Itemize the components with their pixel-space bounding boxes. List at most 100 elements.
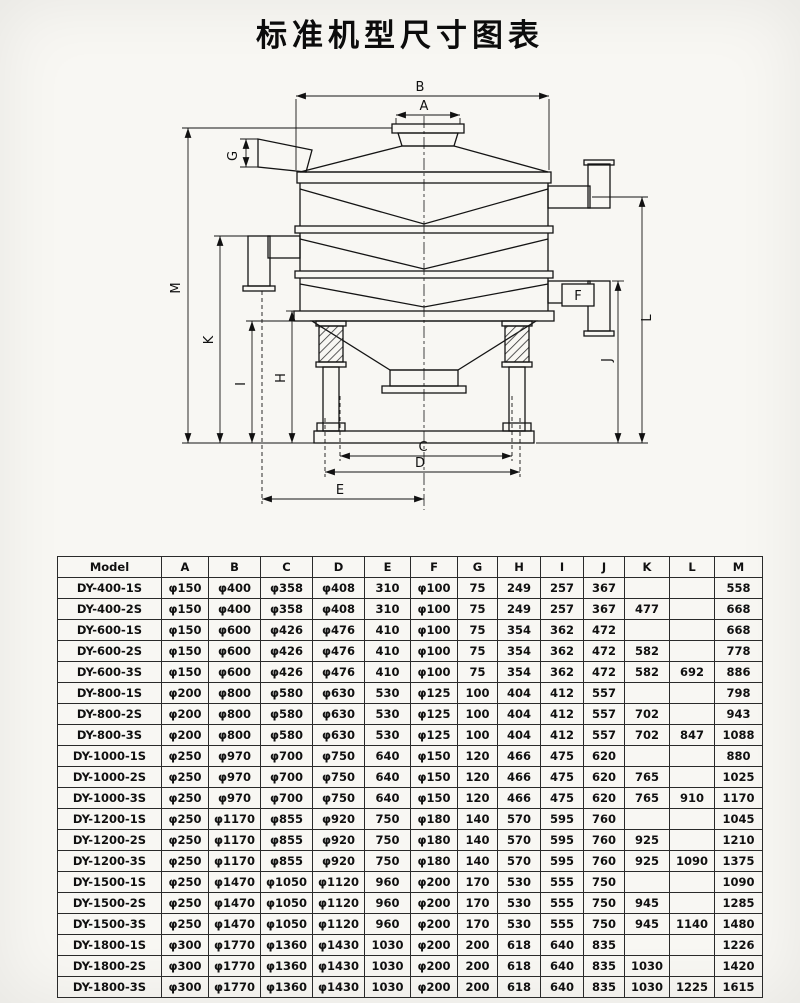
model-cell: DY-1500-2S bbox=[57, 892, 162, 914]
value-cell: φ358 bbox=[260, 577, 313, 599]
value-cell: 249 bbox=[497, 598, 541, 620]
value-cell: φ580 bbox=[260, 703, 313, 725]
spring-left bbox=[318, 325, 344, 363]
value-cell: φ800 bbox=[208, 724, 261, 746]
value-cell: φ1050 bbox=[260, 892, 313, 914]
value-cell bbox=[669, 703, 715, 725]
value-cell: 835 bbox=[583, 976, 625, 998]
value-cell: 750 bbox=[364, 829, 411, 851]
value-cell: φ426 bbox=[260, 661, 313, 683]
value-cell: φ250 bbox=[161, 745, 209, 767]
value-cell: φ600 bbox=[208, 619, 261, 641]
model-cell: DY-1500-1S bbox=[57, 871, 162, 893]
dim-label-f: F bbox=[574, 289, 581, 304]
value-cell: 140 bbox=[457, 850, 498, 872]
value-cell: φ100 bbox=[410, 598, 458, 620]
value-cell bbox=[669, 598, 715, 620]
value-cell: φ250 bbox=[161, 913, 209, 935]
model-cell: DY-800-2S bbox=[57, 703, 162, 725]
value-cell: 1140 bbox=[669, 913, 715, 935]
value-cell: 943 bbox=[714, 703, 763, 725]
value-cell: 558 bbox=[714, 577, 763, 599]
value-cell: 557 bbox=[583, 703, 625, 725]
value-cell: φ1430 bbox=[312, 955, 365, 977]
value-cell: φ400 bbox=[208, 598, 261, 620]
lid-vent-chute bbox=[257, 138, 313, 173]
value-cell: 310 bbox=[364, 598, 411, 620]
value-cell: 765 bbox=[624, 787, 670, 809]
value-cell: 475 bbox=[540, 787, 584, 809]
value-cell: 310 bbox=[364, 577, 411, 599]
value-cell: 925 bbox=[624, 829, 670, 851]
value-cell: 530 bbox=[364, 724, 411, 746]
value-cell: φ800 bbox=[208, 682, 261, 704]
column-header: A bbox=[161, 556, 209, 578]
value-cell: 1025 bbox=[714, 766, 763, 788]
value-cell: φ855 bbox=[260, 850, 313, 872]
value-cell: 640 bbox=[364, 787, 411, 809]
value-cell: φ150 bbox=[161, 661, 209, 683]
value-cell: 1090 bbox=[714, 871, 763, 893]
value-cell: 100 bbox=[457, 724, 498, 746]
model-cell: DY-1500-3S bbox=[57, 913, 162, 935]
value-cell: 120 bbox=[457, 787, 498, 809]
value-cell: 530 bbox=[364, 703, 411, 725]
value-cell bbox=[624, 871, 670, 893]
value-cell bbox=[669, 808, 715, 830]
value-cell bbox=[669, 577, 715, 599]
value-cell: φ1430 bbox=[312, 934, 365, 956]
model-cell: DY-1800-1S bbox=[57, 934, 162, 956]
value-cell bbox=[669, 619, 715, 641]
value-cell: φ750 bbox=[312, 745, 365, 767]
model-cell: DY-1200-1S bbox=[57, 808, 162, 830]
dimension-labels: B A G M K I H L J F C D E bbox=[169, 80, 655, 498]
value-cell: 620 bbox=[583, 766, 625, 788]
value-cell: 640 bbox=[540, 976, 584, 998]
value-cell: 530 bbox=[364, 682, 411, 704]
value-cell: 570 bbox=[497, 829, 541, 851]
value-cell: φ970 bbox=[208, 745, 261, 767]
value-cell: 475 bbox=[540, 766, 584, 788]
value-cell: φ970 bbox=[208, 766, 261, 788]
value-cell: 702 bbox=[624, 703, 670, 725]
value-cell: 362 bbox=[540, 661, 584, 683]
value-cell: 257 bbox=[540, 598, 584, 620]
value-cell: 472 bbox=[583, 640, 625, 662]
model-cell: DY-600-1S bbox=[57, 619, 162, 641]
value-cell: 765 bbox=[624, 766, 670, 788]
value-cell: 880 bbox=[714, 745, 763, 767]
value-cell: φ1360 bbox=[260, 955, 313, 977]
value-cell bbox=[669, 766, 715, 788]
value-cell: 925 bbox=[624, 850, 670, 872]
model-cell: DY-400-2S bbox=[57, 598, 162, 620]
value-cell: 595 bbox=[540, 850, 584, 872]
value-cell: 120 bbox=[457, 745, 498, 767]
value-cell: 472 bbox=[583, 661, 625, 683]
value-cell: φ920 bbox=[312, 808, 365, 830]
value-cell: 1030 bbox=[364, 976, 411, 998]
value-cell: 1375 bbox=[714, 850, 763, 872]
value-cell: 410 bbox=[364, 661, 411, 683]
value-cell: φ476 bbox=[312, 619, 365, 641]
value-cell bbox=[624, 808, 670, 830]
value-cell: φ630 bbox=[312, 682, 365, 704]
value-cell: 367 bbox=[583, 577, 625, 599]
column-header: K bbox=[624, 556, 670, 578]
value-cell: φ150 bbox=[161, 598, 209, 620]
value-cell: φ150 bbox=[161, 619, 209, 641]
value-cell: φ200 bbox=[410, 913, 458, 935]
value-cell: 170 bbox=[457, 892, 498, 914]
outlet-elbow-1 bbox=[587, 163, 611, 209]
value-cell: φ700 bbox=[260, 787, 313, 809]
value-cell: φ630 bbox=[312, 724, 365, 746]
value-cell: 75 bbox=[457, 598, 498, 620]
